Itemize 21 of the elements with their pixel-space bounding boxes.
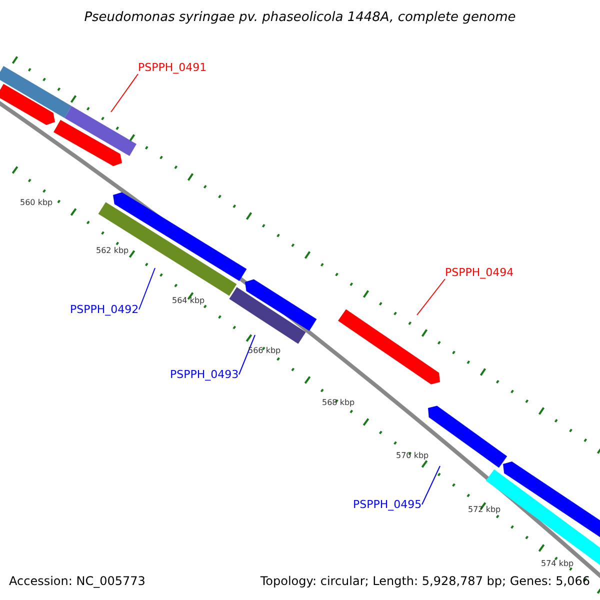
position-label: 574 kbp — [541, 559, 574, 568]
position-label: 566 kbp — [248, 346, 281, 355]
position-label: 572 kbp — [468, 505, 501, 514]
gene-label: PSPPH_0495 — [353, 498, 422, 511]
genome-info-text: Topology: circular; Length: 5,928,787 bp; Genes: 5,066 — [260, 574, 590, 588]
leader-line — [416, 278, 446, 316]
gene-label: PSPPH_0492 — [70, 303, 139, 316]
leader-line — [238, 334, 256, 375]
leader-line — [422, 466, 440, 505]
title: Pseudomonas syringae pv. phaseolicola 1448A, complete genome — [83, 10, 517, 25]
gene-label: PSPPH_0493 — [170, 368, 239, 381]
position-label: 568 kbp — [322, 398, 355, 407]
leader-line — [138, 268, 156, 310]
position-label: 570 kbp — [396, 451, 429, 460]
gene-label: PSPPH_0491 — [138, 61, 207, 74]
position-label: 560 kbp — [20, 198, 53, 207]
leader-line — [110, 74, 138, 112]
position-label: 562 kbp — [96, 246, 129, 255]
gene-label: PSPPH_0494 — [445, 266, 514, 279]
accession-text: Accession: NC_005773 — [9, 574, 146, 588]
position-label: 564 kbp — [172, 296, 205, 305]
